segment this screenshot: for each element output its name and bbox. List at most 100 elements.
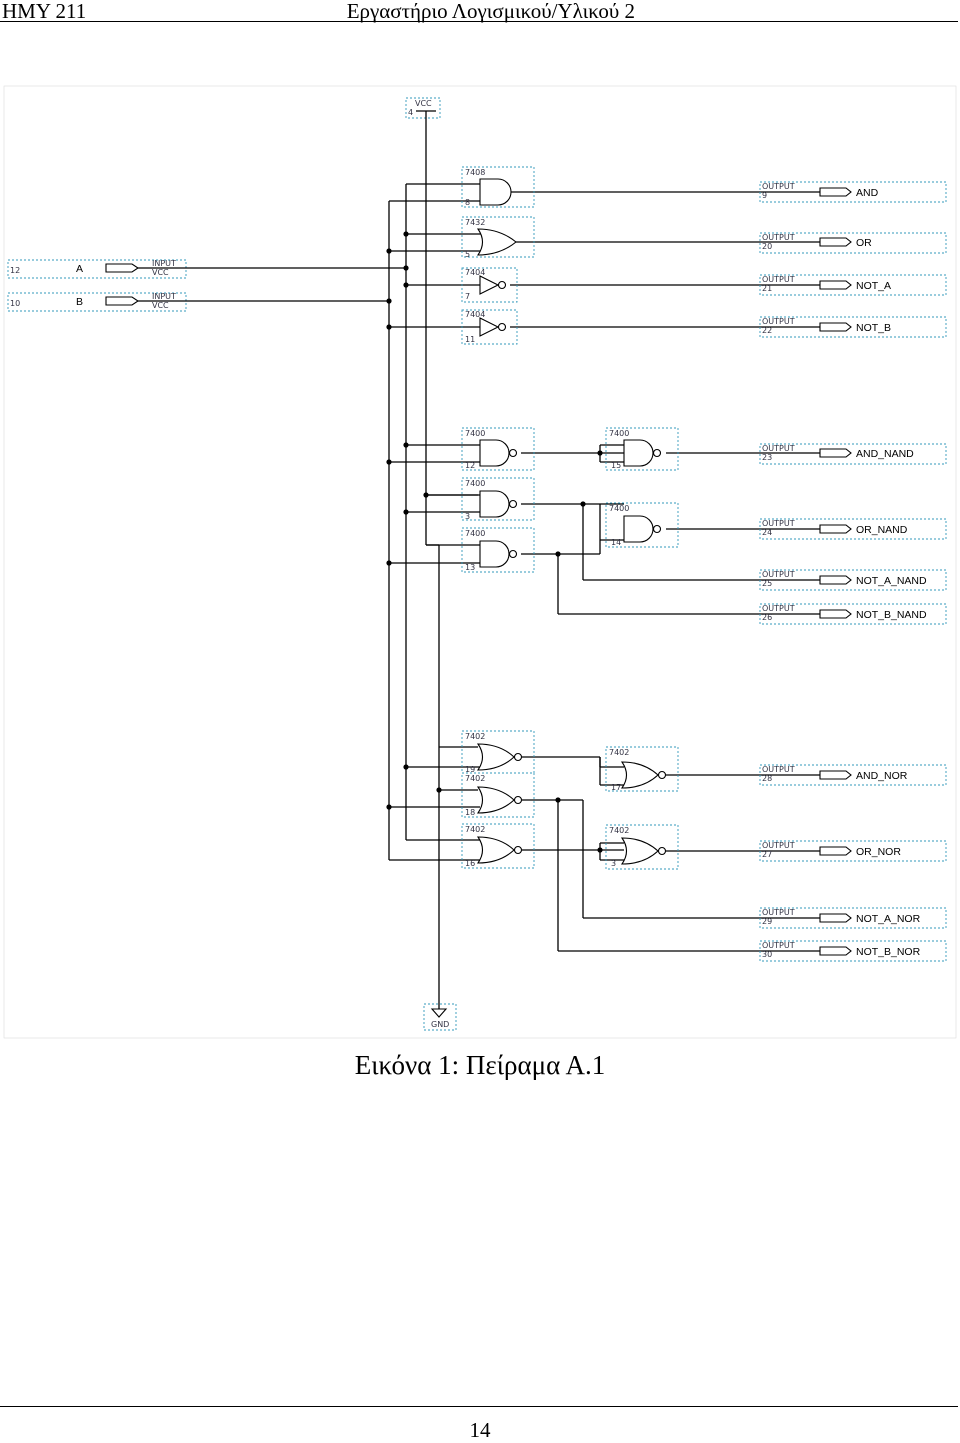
gate-nand-3: 7400 3 — [461, 477, 535, 521]
output-not-a-nor: OUTPUT 29 NOT_A_NOR — [759, 907, 947, 929]
gate-num: 7 — [465, 292, 470, 301]
gate-part: 7400 — [609, 504, 629, 513]
input-b-level: VCC — [152, 301, 169, 310]
output-and: OUTPUT 9 AND — [759, 181, 947, 203]
gnd-label: GND — [431, 1020, 449, 1029]
gate-not-b: 7404 11 — [461, 309, 518, 345]
svg-text:NOT_B: NOT_B — [856, 322, 891, 334]
output-not-a-nand: OUTPUT 25 NOT_A_NAND — [759, 569, 947, 591]
gate-nand-14: 7400 14 — [605, 502, 679, 548]
header-rule — [0, 21, 958, 22]
svg-text:OUTPUT: OUTPUT — [762, 570, 795, 579]
input-b: 10 B INPUT VCC — [7, 292, 187, 312]
svg-text:NOT_A_NAND: NOT_A_NAND — [856, 575, 927, 587]
gate-nor-3: 7402 3 — [605, 824, 679, 870]
gnd-symbol: GND — [423, 1003, 457, 1031]
gate-part: 7432 — [465, 218, 485, 227]
gate-num: 13 — [465, 563, 475, 572]
gate-num: 3 — [465, 512, 470, 521]
output-or: OUTPUT 20 OR — [759, 232, 947, 254]
input-b-name: B — [76, 296, 83, 308]
svg-text:OUTPUT: OUTPUT — [762, 182, 795, 191]
junctions — [386, 231, 603, 853]
gate-nor-17: 7402 17 — [605, 746, 679, 792]
input-b-type: INPUT — [152, 292, 176, 301]
gate-num: 8 — [465, 198, 470, 207]
gate-num: 17 — [611, 783, 621, 792]
input-b-pin: 10 — [10, 299, 20, 308]
output-or-nor: OUTPUT 27 OR_NOR — [759, 840, 947, 862]
svg-text:OUTPUT: OUTPUT — [762, 233, 795, 242]
gate-part: 7404 — [465, 268, 485, 277]
svg-text:NOT_B_NAND: NOT_B_NAND — [856, 609, 927, 621]
gate-num: 15 — [611, 461, 621, 470]
gate-nand-13: 7400 13 — [461, 527, 535, 573]
logic-schematic: VCC 4 GND 12 A INPUT VCC 10 B INPUT VCC — [3, 85, 957, 1039]
gate-not-a: 7404 7 — [461, 267, 518, 303]
svg-text:NOT_A_NOR: NOT_A_NOR — [856, 913, 921, 925]
svg-text:OR: OR — [856, 237, 872, 249]
gate-num: 16 — [465, 859, 475, 868]
input-a-pin: 12 — [10, 266, 20, 275]
gate-part: 7400 — [465, 479, 485, 488]
gate-num: 18 — [465, 808, 475, 817]
svg-text:OUTPUT: OUTPUT — [762, 604, 795, 613]
svg-text:NOT_A: NOT_A — [856, 280, 891, 292]
svg-text:OUTPUT: OUTPUT — [762, 317, 795, 326]
svg-text:27: 27 — [762, 850, 772, 859]
svg-text:22: 22 — [762, 326, 772, 335]
figure-caption: Εικόνα 1: Πείραμα Α.1 — [354, 1050, 606, 1080]
gate-num: 12 — [465, 461, 475, 470]
svg-text:AND_NAND: AND_NAND — [856, 448, 914, 460]
gate-nor-18: 7402 18 — [461, 772, 535, 818]
svg-text:NOT_B_NOR: NOT_B_NOR — [856, 946, 921, 958]
output-or-nand: OUTPUT 24 OR_NAND — [759, 518, 947, 540]
svg-text:OUTPUT: OUTPUT — [762, 275, 795, 284]
gate-num: 5 — [465, 250, 470, 259]
svg-text:25: 25 — [762, 579, 772, 588]
gate-part: 7402 — [465, 774, 485, 783]
input-a-level: VCC — [152, 268, 169, 277]
page-number: 14 — [469, 1418, 491, 1442]
header-course-code: ΗΜΥ 211 — [2, 0, 87, 23]
gate-part: 7400 — [465, 529, 485, 538]
output-not-b-nor: OUTPUT 30 NOT_B_NOR — [759, 940, 947, 962]
svg-text:28: 28 — [762, 774, 772, 783]
input-a: 12 A INPUT VCC — [7, 259, 187, 279]
gate-part: 7402 — [465, 732, 485, 741]
gate-nor-16: 7402 16 — [461, 823, 535, 869]
output-and-nor: OUTPUT 28 AND_NOR — [759, 764, 947, 786]
svg-text:30: 30 — [762, 950, 772, 959]
input-a-type: INPUT — [152, 259, 176, 268]
gate-part: 7408 — [465, 168, 485, 177]
gate-part: 7402 — [465, 825, 485, 834]
svg-text:AND: AND — [856, 187, 879, 199]
svg-text:OR_NOR: OR_NOR — [856, 846, 901, 858]
svg-text:9: 9 — [762, 191, 767, 200]
gate-num: 11 — [465, 335, 475, 344]
output-not-b: OUTPUT 22 NOT_B — [759, 316, 947, 338]
svg-text:OUTPUT: OUTPUT — [762, 765, 795, 774]
output-not-a: OUTPUT 21 NOT_A — [759, 274, 947, 296]
vcc-label: VCC — [415, 99, 432, 108]
svg-text:OUTPUT: OUTPUT — [762, 908, 795, 917]
svg-text:21: 21 — [762, 284, 772, 293]
svg-text:26: 26 — [762, 613, 772, 622]
svg-text:OR_NAND: OR_NAND — [856, 524, 908, 536]
gate-part: 7402 — [609, 826, 629, 835]
gate-nor-19: 7402 19 — [461, 730, 535, 774]
svg-text:23: 23 — [762, 453, 772, 462]
gate-part: 7400 — [609, 429, 629, 438]
schematic-frame — [3, 85, 957, 1039]
footer-rule — [0, 1406, 958, 1407]
vcc-pin: 4 — [408, 108, 413, 117]
input-a-name: A — [76, 263, 83, 275]
output-not-b-nand: OUTPUT 26 NOT_B_NAND — [759, 603, 947, 625]
svg-text:OUTPUT: OUTPUT — [762, 841, 795, 850]
svg-text:24: 24 — [762, 528, 772, 537]
gate-num: 14 — [611, 538, 621, 547]
svg-text:OUTPUT: OUTPUT — [762, 519, 795, 528]
wiring — [138, 118, 820, 1009]
gate-part: 7402 — [609, 748, 629, 757]
gate-part: 7400 — [465, 429, 485, 438]
